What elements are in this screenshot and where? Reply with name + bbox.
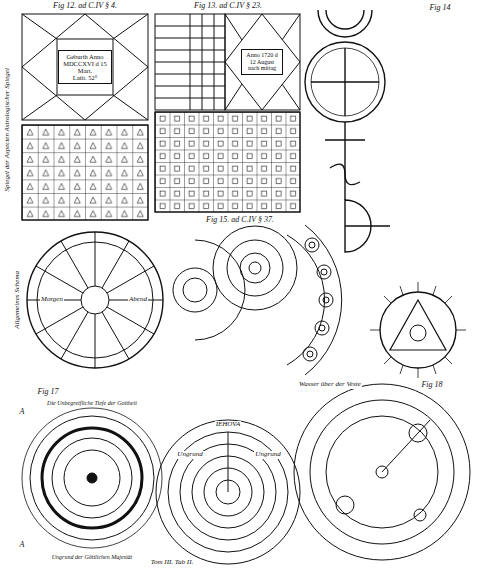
plate-label: Allgemeines Schema (14, 270, 22, 330)
plate-label: Ungrund (176, 451, 203, 459)
plate-label: Fig 15. ad C.IV § 37. (205, 216, 275, 225)
plate-label: Fig 12. ad C.IV § 4. (52, 2, 118, 11)
schema-wheel (27, 232, 163, 368)
plate-label: Wasser über der Veste (298, 381, 362, 389)
plate-label: Ungrund (254, 451, 281, 459)
chart-inscription: Latit. 52° (61, 74, 109, 81)
abyss-circles (22, 408, 162, 548)
plate-label: Die Unbegreifliche Tiefe der Gottheit (46, 400, 138, 407)
horoscope-chart-2 (155, 14, 300, 212)
chart-inscription: Geburth Anno MDCCXVI d 15 Mart. (61, 53, 109, 74)
horoscope-chart-1 (22, 14, 148, 220)
plate-label: Fig 14 (428, 4, 451, 13)
spheres-figure (173, 225, 342, 375)
plate-label: Fig 13. ad C.IV § 23. (193, 2, 263, 11)
radiant-triangle (370, 282, 466, 378)
plate-label: A (19, 408, 26, 417)
chart-center-box: Anno 1720 d 12 August nach mittag (241, 49, 283, 75)
plate-label: Tom III. Tab II. (150, 559, 194, 567)
plate-label: Fig 18 (420, 381, 443, 390)
plate-label: IEHOVA (215, 421, 242, 429)
plate-label: Abend (128, 296, 148, 304)
waters-circles (294, 384, 470, 560)
jehova-circles (156, 420, 300, 564)
plate-label: Spiegel der Aspecten Astrologischer Spie… (4, 67, 12, 193)
chart-center-box: Geburth Anno MDCCXVI d 15 Mart.Latit. 52… (58, 50, 112, 85)
plate-label: Fig 17 (36, 388, 59, 397)
mercury-symbol (305, 10, 390, 252)
plate-label: Morgen (40, 296, 64, 304)
plate-label: A (19, 541, 26, 550)
chart-inscription: Anno 1720 d 12 August nach mittag (244, 52, 280, 72)
plate-label: Ungrund der Göttlichen Majestät (51, 554, 134, 561)
